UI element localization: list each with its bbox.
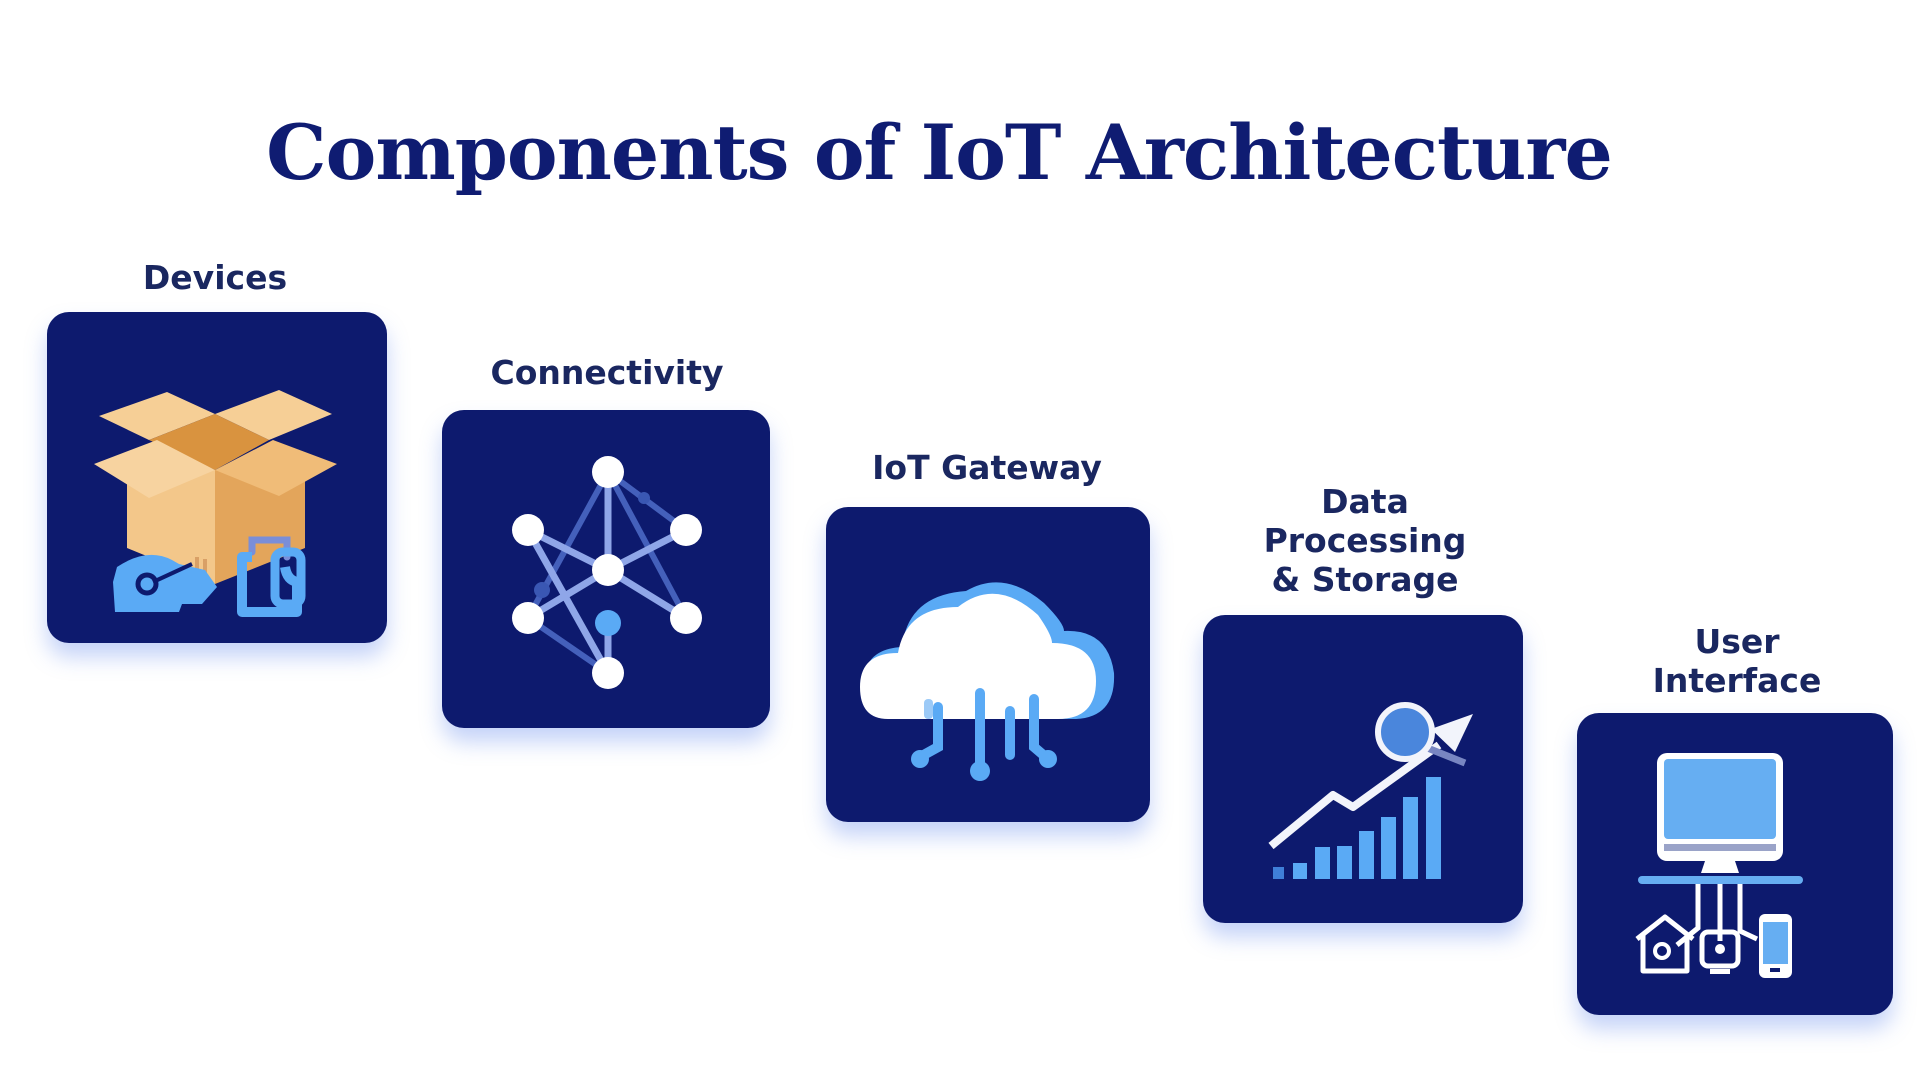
label-line: & Storage (1271, 560, 1459, 599)
component-label-connectivity: Connectivity (490, 353, 723, 392)
label-line: Data (1321, 482, 1409, 521)
label-line: IoT Gateway (872, 448, 1102, 487)
label-line: Connectivity (490, 353, 724, 392)
component-card-connectivity (442, 410, 770, 728)
growth-chart-magnifier-icon (1268, 702, 1473, 879)
component-label-user-interface: User Interface (1653, 622, 1822, 700)
component-label-iot-gateway: IoT Gateway (872, 448, 1102, 487)
component-label-data-processing: Data Processing & Storage (1264, 482, 1467, 599)
label-line: Interface (1652, 661, 1822, 700)
component-card-user-interface (1577, 713, 1893, 1015)
cloud-circuit-icon (860, 582, 1115, 781)
network-nodes-icon (512, 456, 702, 689)
label-line: User (1694, 622, 1780, 661)
component-card-devices (47, 312, 387, 643)
page-title: Components of IoT Architecture (266, 108, 1613, 197)
monitor-connected-devices-icon (1635, 753, 1803, 978)
label-line: Processing (1263, 521, 1467, 560)
component-label-devices: Devices (143, 258, 287, 297)
open-box-with-devices-icon (94, 390, 337, 617)
label-line: Devices (142, 258, 288, 297)
component-card-data-processing (1203, 615, 1523, 923)
component-card-iot-gateway (826, 507, 1150, 822)
